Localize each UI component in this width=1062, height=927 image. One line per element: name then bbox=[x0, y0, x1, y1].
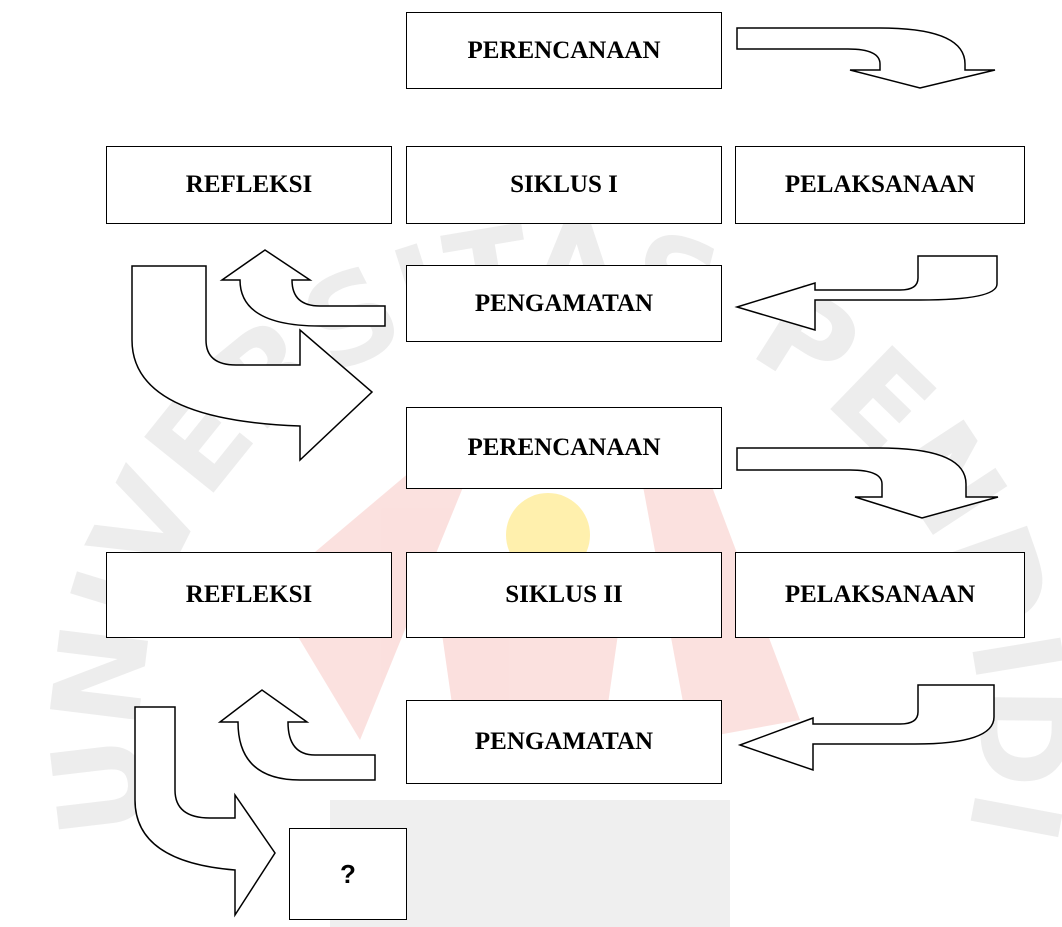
planning-box-2: PERENCANAAN bbox=[406, 407, 722, 489]
arrow-reflection-to-next bbox=[134, 706, 276, 918]
reflection-box-1: REFLEKSI bbox=[106, 146, 392, 224]
arrow-action-to-observation-2 bbox=[737, 684, 995, 772]
arrow-planning-to-action-2 bbox=[736, 447, 999, 519]
observation-label-2: PENGAMATAN bbox=[474, 728, 654, 755]
arrow-observation-to-reflection-2 bbox=[217, 689, 376, 781]
arrow-observation-to-reflection-1 bbox=[219, 249, 386, 327]
action-box-2: PELAKSANAAN bbox=[735, 552, 1025, 638]
action-label-2: PELAKSANAAN bbox=[784, 581, 976, 608]
cycle-label-2: SIKLUS II bbox=[505, 581, 623, 608]
cycle-box-1: SIKLUS I bbox=[406, 146, 722, 224]
next-cycle-label: ? bbox=[340, 858, 356, 889]
reflection-box-2: REFLEKSI bbox=[106, 552, 392, 638]
arrow-planning-to-action-1 bbox=[736, 27, 996, 89]
reflection-label-1: REFLEKSI bbox=[185, 171, 313, 198]
observation-label-1: PENGAMATAN bbox=[474, 289, 654, 317]
cycle-box-2: SIKLUS II bbox=[406, 552, 722, 638]
reflection-label-2: REFLEKSI bbox=[185, 581, 313, 608]
action-box-1: PELAKSANAAN bbox=[735, 146, 1025, 224]
planning-label-1: PERENCANAAN bbox=[467, 36, 661, 64]
planning-label-2: PERENCANAAN bbox=[467, 434, 661, 461]
cycle-label-1: SIKLUS I bbox=[510, 171, 618, 198]
observation-box-1: PENGAMATAN bbox=[406, 265, 722, 342]
observation-box-2: PENGAMATAN bbox=[406, 700, 722, 784]
next-cycle-box: ? bbox=[289, 828, 407, 920]
arrow-reflection-to-planning-2 bbox=[131, 265, 374, 462]
action-label-1: PELAKSANAAN bbox=[784, 171, 976, 198]
arrow-action-to-observation-1 bbox=[734, 255, 998, 332]
planning-box-1: PERENCANAAN bbox=[406, 12, 722, 89]
